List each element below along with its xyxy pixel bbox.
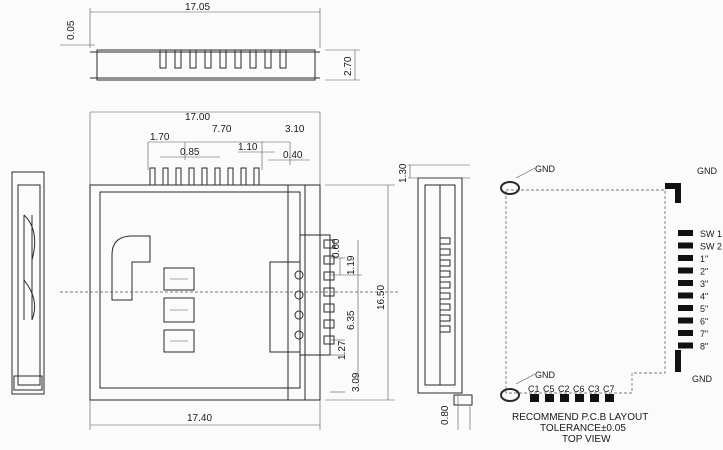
pcb-right-pad <box>678 280 693 286</box>
front-side-pad <box>323 303 335 313</box>
pcb-right-pin-label: 3" <box>700 279 708 289</box>
side-pin <box>439 292 451 300</box>
pcb-right-pin-label: 1" <box>700 254 708 264</box>
front-view <box>60 111 400 430</box>
top-pin <box>264 49 272 69</box>
side-pin <box>439 259 451 267</box>
left-side-view <box>11 171 45 395</box>
dim-pin-040: 0.40 <box>283 150 303 161</box>
top-pin <box>174 49 182 69</box>
dim-pitch-170: 1.70 <box>150 132 170 143</box>
pcb-right-pin-label: 7" <box>700 329 708 339</box>
pcb-bottom-pin-label: C2 <box>558 384 570 394</box>
top-profile-view <box>60 8 360 81</box>
top-pin <box>189 49 197 69</box>
pcb-bottom-pad <box>545 394 554 402</box>
side-pin <box>439 237 451 245</box>
pcb-bottom-pin-label: C7 <box>603 384 615 394</box>
dim-pin-110: 1.10 <box>238 142 258 153</box>
pcb-bottom-pad <box>590 394 599 402</box>
pcb-right-pad <box>678 342 693 349</box>
dim-side-130: 1.30 <box>398 163 409 183</box>
pcb-bottom-pin-label: C3 <box>588 384 600 394</box>
dim-pad-127: 1.27 <box>337 340 348 360</box>
front-pin <box>253 167 260 186</box>
pcb-layout <box>500 167 693 402</box>
top-pin <box>249 49 257 69</box>
pcb-right-pad <box>678 255 693 261</box>
side-pin <box>439 248 451 256</box>
right-side-view <box>408 164 473 430</box>
pcb-bottom-pad <box>560 394 569 402</box>
dim-top-height: 2.70 <box>343 56 354 76</box>
side-pin <box>439 314 451 322</box>
top-pin <box>279 49 287 69</box>
dim-side-080: 0.80 <box>440 405 451 425</box>
front-pin <box>201 167 208 186</box>
pcb-right-pin-label: 4" <box>700 292 708 302</box>
dim-pad-119: 1.19 <box>346 255 357 275</box>
side-pin <box>439 270 451 278</box>
top-pin <box>159 49 167 69</box>
top-pin <box>204 49 212 69</box>
dim-span-770: 7.70 <box>212 124 232 135</box>
pcb-right-pad <box>678 230 693 236</box>
pcb-right-pin-label: SW 1 <box>700 229 722 239</box>
pcb-bottom-pin-label: C6 <box>573 384 585 394</box>
front-side-pad <box>323 319 335 329</box>
side-pin <box>439 325 451 333</box>
caption-line2: TOLERANCE±0.05 <box>540 423 626 434</box>
pcb-right-pin-label: 5" <box>700 304 708 314</box>
pcb-right-pad <box>678 305 693 311</box>
pcb-right-pad <box>678 242 693 249</box>
front-side-pad <box>323 271 335 281</box>
dim-pin-085: 0.85 <box>180 147 200 158</box>
front-pin <box>162 167 169 186</box>
pcb-right-pad <box>678 292 693 299</box>
front-pin <box>240 167 247 186</box>
caption-line3: TOP VIEW <box>562 434 611 445</box>
pcb-bottom-pad <box>575 394 584 402</box>
front-side-pad <box>323 255 335 265</box>
front-pin <box>227 167 234 186</box>
front-pin <box>214 167 221 186</box>
pcb-gnd-top-left: GND <box>535 164 556 174</box>
front-pin <box>175 167 182 186</box>
top-pin <box>219 49 227 69</box>
top-pin <box>234 49 242 69</box>
dim-pad-635: 6.35 <box>346 310 357 330</box>
dim-pad-060: 0.60 <box>331 238 342 258</box>
dim-bottom-1740: 17.40 <box>187 413 212 424</box>
pcb-right-pad <box>678 267 693 274</box>
dim-height-1650: 16.50 <box>376 285 387 310</box>
pcb-right-pin-label: 2" <box>700 267 708 277</box>
caption-line1: RECOMMEND P.C.B LAYOUT <box>512 412 648 423</box>
front-side-pad <box>323 287 335 297</box>
dim-front-width: 17.00 <box>185 112 210 123</box>
front-side-pad <box>323 239 335 249</box>
pcb-right-pad <box>678 317 693 324</box>
pcb-right-pin-label: 6" <box>700 317 708 327</box>
pcb-bottom-pin-label: C5 <box>543 384 555 394</box>
pcb-right-pin-label: 8" <box>700 342 708 352</box>
dim-pad-309: 3.09 <box>351 372 362 392</box>
front-pin <box>188 167 195 186</box>
pcb-bottom-pin-label: C1 <box>528 384 540 394</box>
front-pin <box>149 167 156 186</box>
pcb-gnd-top-right: GND <box>697 166 718 176</box>
dim-top-width: 17.05 <box>185 2 210 13</box>
pcb-gnd-bottom-left: GND <box>535 370 556 380</box>
dim-right-310: 3.10 <box>285 124 305 135</box>
pcb-right-pad <box>678 330 693 336</box>
side-pin <box>439 281 451 289</box>
side-pin <box>439 303 451 311</box>
pcb-right-pin-label: SW 2 <box>700 242 722 252</box>
dim-top-offset: 0.05 <box>66 20 77 40</box>
pcb-bottom-pad <box>530 394 539 402</box>
pcb-bottom-pad <box>605 394 614 402</box>
pcb-gnd-bottom-right: GND <box>692 374 713 384</box>
